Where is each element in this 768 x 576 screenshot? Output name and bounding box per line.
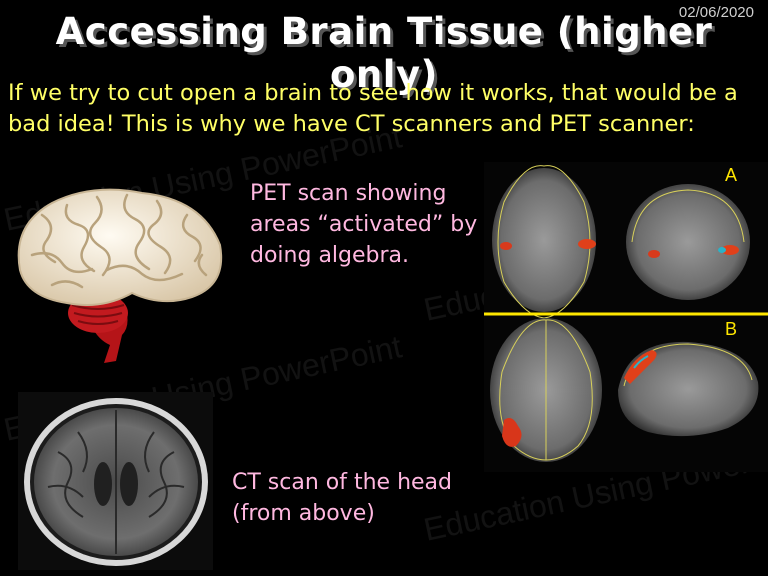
slide-date: 02/06/2020 (678, 4, 754, 21)
pet-caption: PET scan showing areas “activated” by do… (250, 181, 478, 268)
pet-sagittal-b (618, 341, 759, 437)
intro-text: If we try to cut open a brain to see how… (8, 80, 738, 137)
pet-coronal-a (626, 184, 750, 300)
pet-label-a: A (725, 165, 738, 185)
pet-label-b: B (725, 319, 738, 339)
brain-illustration (17, 188, 223, 363)
slide-title: Accessing Brain Tissue (higher only) (55, 10, 713, 96)
ct-scan-image (18, 392, 213, 570)
pet-scan-image (484, 162, 768, 472)
cerebrum-shape (17, 188, 223, 306)
ct-caption: CT scan of the head (from above) (232, 470, 452, 526)
pet-axial-a (492, 168, 596, 312)
